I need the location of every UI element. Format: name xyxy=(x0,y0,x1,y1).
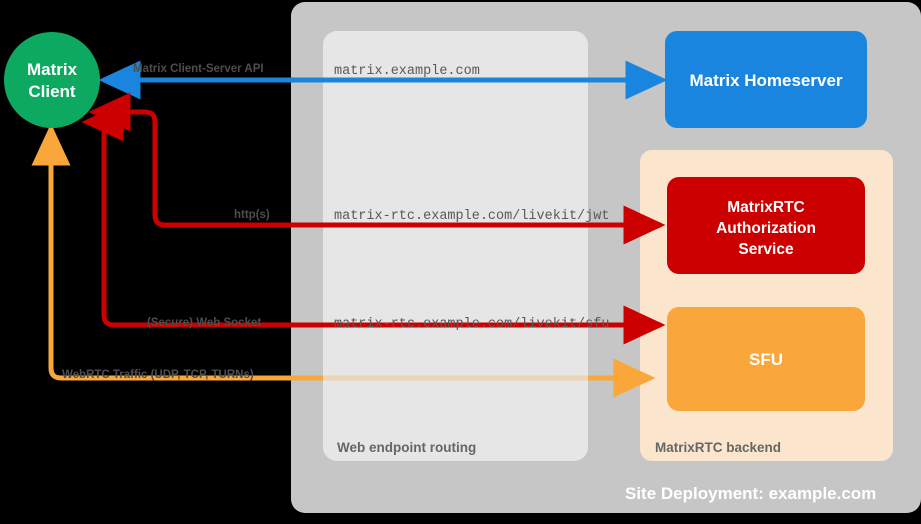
sfu-websocket-line xyxy=(81,102,666,345)
matrix-homeserver-label: Matrix Homeserver xyxy=(689,71,842,90)
node-matrixrtc-authorization-service[interactable]: MatrixRTC Authorization Service xyxy=(667,177,865,274)
matrix-client-label-line1: Matrix xyxy=(27,60,78,79)
auth-service-label-line1: MatrixRTC xyxy=(727,199,805,216)
endpoint-label-matrix: matrix.example.com xyxy=(334,64,480,79)
web-endpoint-routing-overlay xyxy=(323,31,588,461)
endpoint-label-livekit-jwt: matrix-rtc.example.com/livekit/jwt xyxy=(334,209,609,224)
connection-label-auth-http: http(s) xyxy=(234,209,270,221)
webrtc-traffic-line xyxy=(31,123,656,398)
matrixrtc-authorization-service-box[interactable] xyxy=(667,177,865,274)
connection-label-webrtc-traffic: WebRTC Traffic (UDP, TCP, TURNs) xyxy=(62,369,254,381)
connection-webrtc-traffic xyxy=(31,123,656,398)
node-matrix-client[interactable]: Matrix Client xyxy=(4,32,100,128)
matrix-client-label-line2: Client xyxy=(28,82,76,101)
connection-label-client-server-api: Matrix Client-Server API xyxy=(133,63,264,75)
site-deployment-label: Site Deployment: example.com xyxy=(625,484,876,503)
matrix-client-circle[interactable] xyxy=(4,32,100,128)
matrix-homeserver-box[interactable] xyxy=(665,31,867,128)
auth-service-label-line2: Authorization xyxy=(716,220,816,237)
node-matrix-homeserver[interactable]: Matrix Homeserver xyxy=(665,31,867,128)
auth-service-label-line3: Service xyxy=(738,241,794,258)
web-endpoint-routing-label: Web endpoint routing xyxy=(337,440,476,455)
sfu-label: SFU xyxy=(749,350,783,369)
node-sfu[interactable]: SFU xyxy=(667,307,865,411)
connection-label-sfu-websocket: (Secure) Web Socket xyxy=(147,317,261,329)
matrixrtc-backend-label: MatrixRTC backend xyxy=(655,440,781,455)
endpoint-label-livekit-sfu: matrix-rtc.example.com/livekit/sfu xyxy=(334,317,609,332)
connection-sfu-websocket xyxy=(81,102,666,345)
sfu-box[interactable] xyxy=(667,307,865,411)
